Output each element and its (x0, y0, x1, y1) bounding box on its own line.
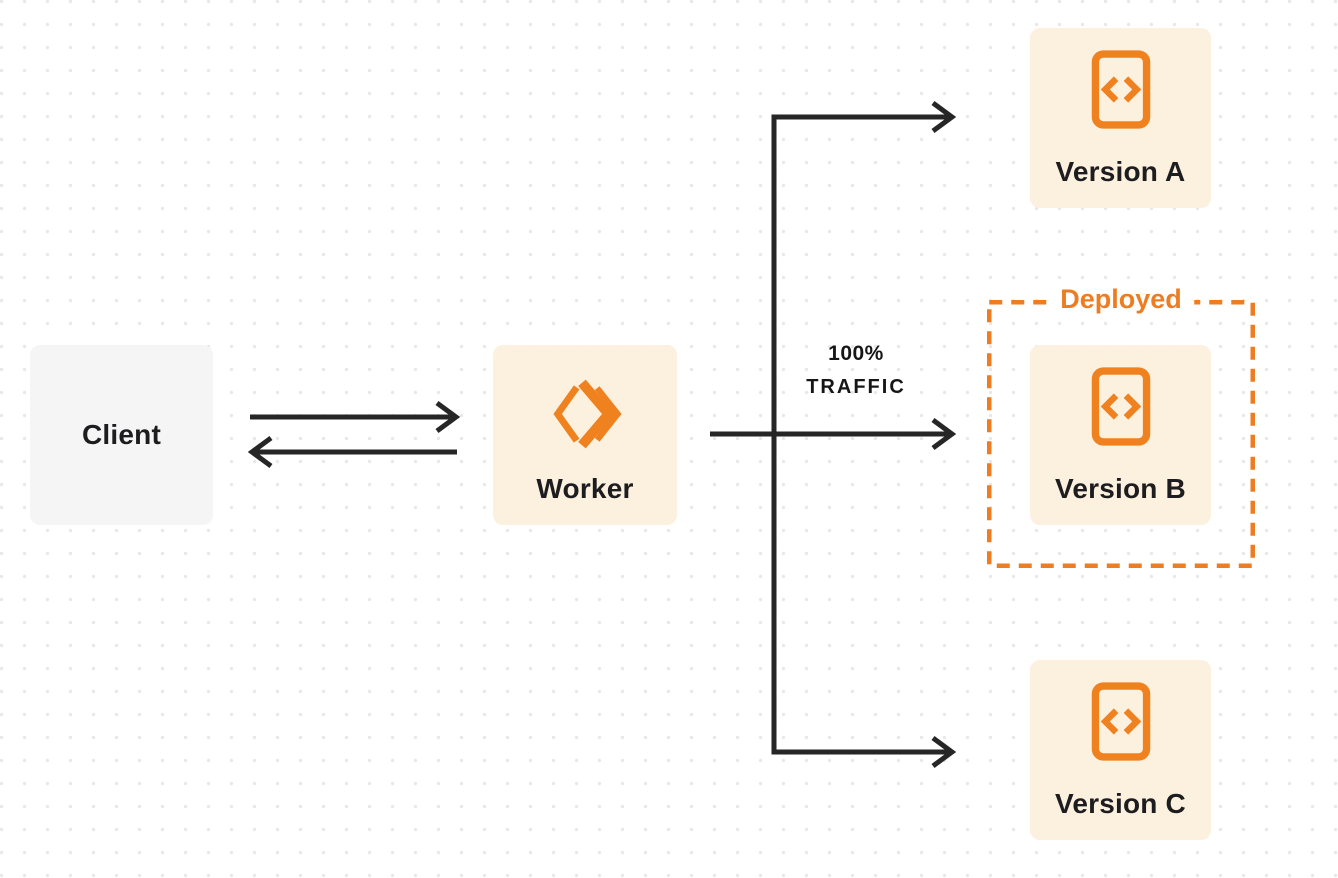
code-file-icon (1091, 682, 1150, 761)
arrow-branch-bottom (771, 434, 957, 769)
arrow-worker-to-client (247, 435, 457, 469)
arrow-client-to-worker (250, 400, 461, 434)
node-version-b: Version B (1030, 345, 1211, 525)
traffic-percent: 100% (828, 342, 884, 365)
version-b-label: Version B (1055, 473, 1186, 504)
traffic-annotation: 100% TRAFFIC (781, 342, 931, 399)
worker-logo-icon (547, 373, 623, 455)
version-c-label: Version C (1055, 788, 1186, 819)
client-label: Client (82, 419, 161, 450)
code-file-icon (1091, 50, 1150, 129)
version-a-label: Version A (1055, 156, 1186, 187)
node-version-a: Version A (1030, 28, 1211, 208)
arrow-branch-middle (710, 417, 957, 451)
node-client: Client (30, 345, 213, 525)
node-version-c: Version C (1030, 660, 1211, 840)
traffic-word: TRAFFIC (806, 376, 906, 398)
deployed-label: Deployed (1048, 283, 1194, 316)
node-worker: Worker (493, 345, 677, 525)
code-file-icon (1091, 367, 1150, 446)
worker-label: Worker (536, 473, 634, 504)
deployed-boundary: Deployed (987, 283, 1255, 568)
